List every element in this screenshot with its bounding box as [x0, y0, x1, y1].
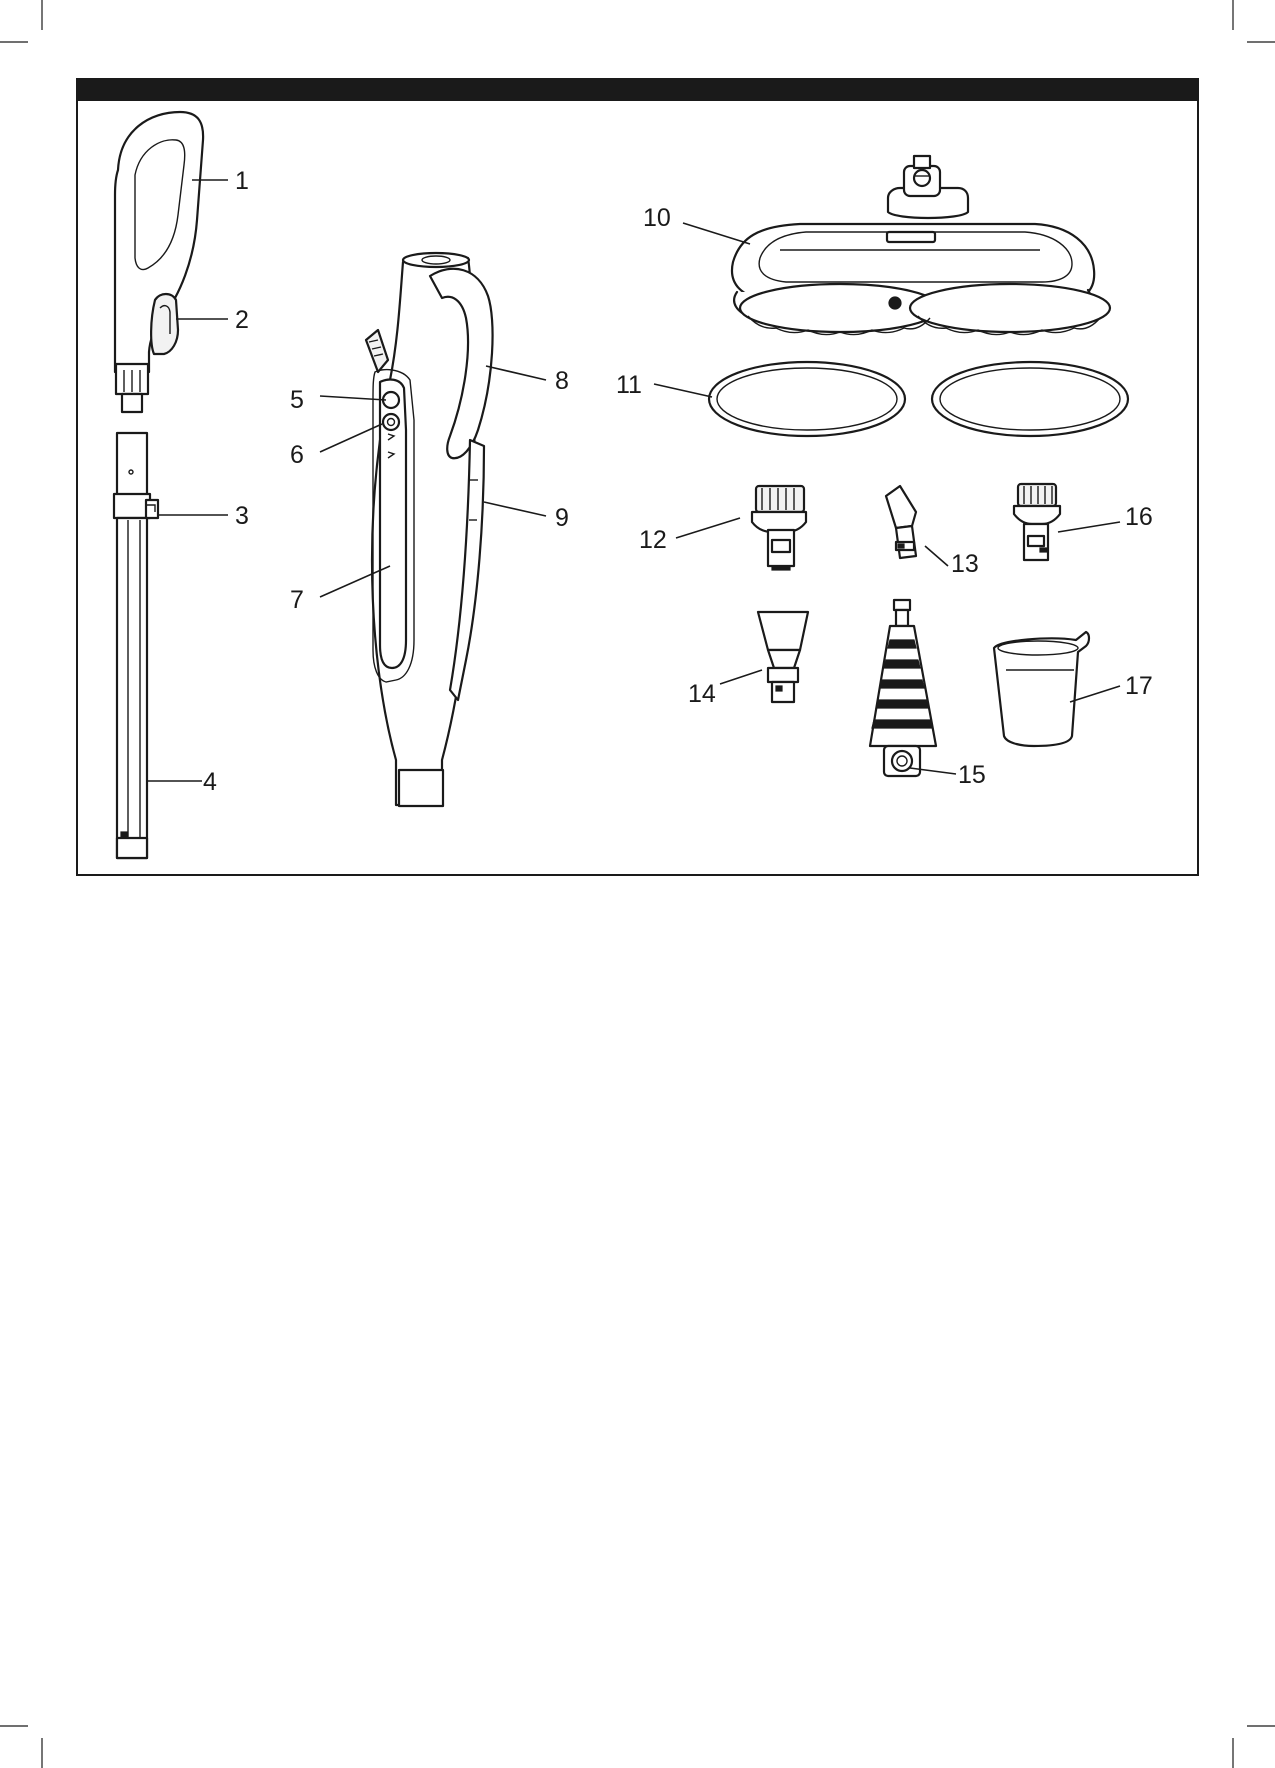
callout-3: 3	[235, 502, 249, 530]
callout-17: 17	[1125, 672, 1153, 700]
flat-nozzle-part	[758, 612, 808, 702]
release-lever-part	[151, 294, 178, 354]
frame-header-bar	[77, 79, 1198, 101]
callout-1: 1	[235, 167, 249, 195]
extension-tube-part	[114, 433, 158, 858]
handle-part	[115, 112, 203, 412]
callout-5: 5	[290, 386, 304, 414]
callout-8: 8	[555, 367, 569, 395]
extension-nozzle-part	[870, 600, 936, 776]
callout-11: 11	[616, 371, 642, 399]
callout-6: 6	[290, 441, 304, 469]
callout-16: 16	[1125, 503, 1153, 531]
floor-head-part	[732, 156, 1110, 335]
callout-9: 9	[555, 504, 569, 532]
angled-nozzle-part	[886, 486, 916, 558]
measuring-cup-part	[994, 632, 1089, 746]
callout-7: 7	[290, 586, 304, 614]
round-brush-part	[752, 486, 806, 570]
callout-14: 14	[688, 680, 716, 708]
pad-rings-part	[709, 362, 1128, 436]
callout-12: 12	[639, 526, 667, 554]
callout-15: 15	[958, 761, 986, 789]
diagram-frame	[77, 79, 1198, 875]
callout-2: 2	[235, 306, 249, 334]
callout-13: 13	[951, 550, 979, 578]
callout-4: 4	[203, 768, 217, 796]
callout-10: 10	[643, 204, 671, 232]
main-body-part	[366, 253, 493, 806]
small-brush-part	[1014, 484, 1060, 560]
